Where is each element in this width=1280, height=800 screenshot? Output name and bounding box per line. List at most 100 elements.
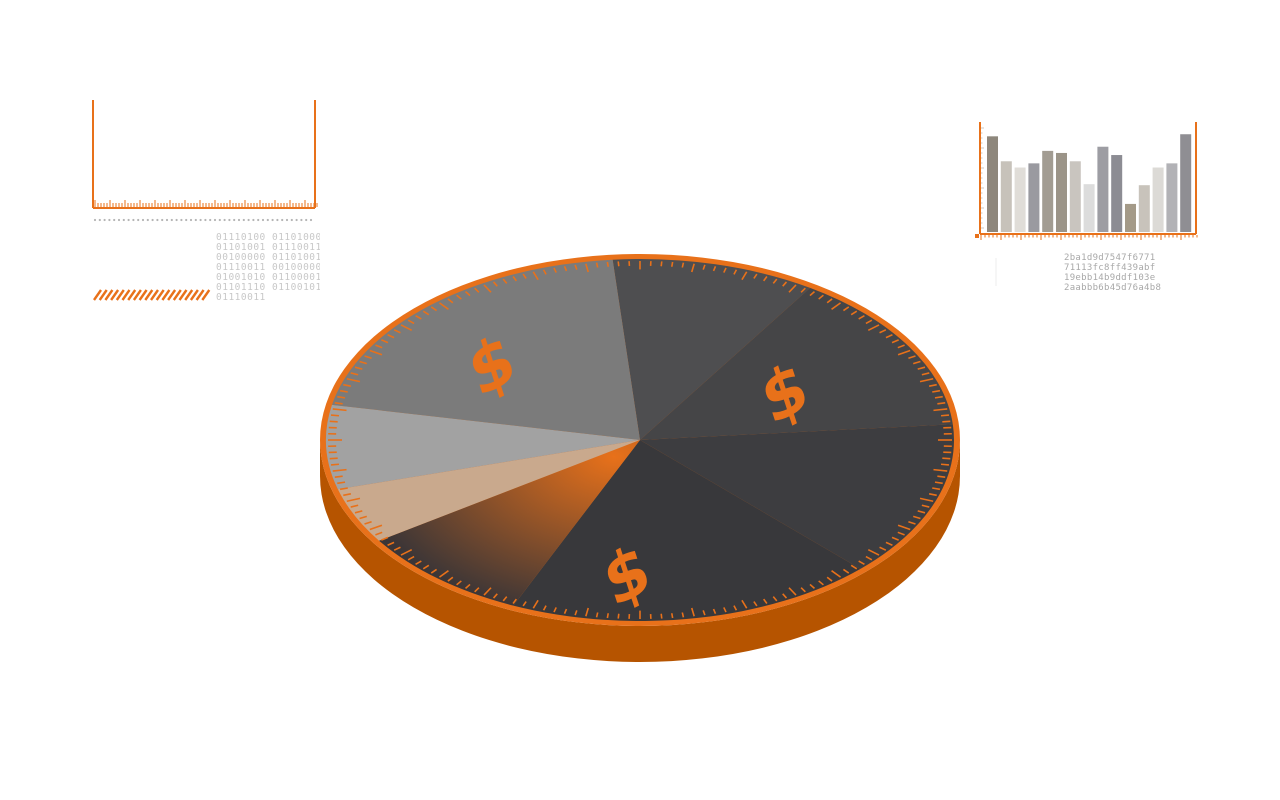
divider-dot	[233, 218, 236, 222]
binary-line: 01001010 01100001	[216, 272, 320, 283]
rim-tick	[359, 360, 367, 365]
divider-dot	[295, 218, 298, 222]
divider-dot	[266, 218, 269, 222]
slice-light-gray	[326, 404, 640, 490]
rim-tick	[606, 613, 610, 619]
rim-tick	[332, 408, 347, 412]
rim-tick	[465, 291, 471, 297]
rim-tick	[483, 284, 492, 293]
divider-dot	[237, 218, 241, 222]
rim-tick	[350, 504, 359, 508]
rim-tick	[512, 598, 517, 605]
rim-tick	[364, 355, 372, 359]
mini-chart-bar	[1083, 184, 1095, 232]
rim-tick	[350, 372, 359, 376]
rim-tick	[343, 383, 352, 387]
rim-tick	[334, 475, 343, 479]
rim-tick	[359, 515, 367, 520]
rim-tick	[532, 271, 539, 281]
rim-tick	[422, 564, 430, 570]
divider-dot	[247, 218, 250, 222]
rim-tick	[723, 267, 727, 273]
hatch-stripe	[155, 289, 165, 301]
rim-tick	[712, 608, 717, 614]
rim-tick	[400, 324, 413, 332]
slice-pale	[337, 440, 640, 541]
binary-line: 01101001 01110011	[216, 242, 320, 253]
hatch-stripe	[178, 289, 188, 301]
rim-tick	[502, 596, 508, 602]
binary-line: 01110011 00100000	[216, 262, 320, 273]
hex-line: 71113fc8ff439abf	[1064, 263, 1156, 273]
mini-chart-ticks	[980, 127, 1198, 240]
rim-tick	[574, 264, 578, 270]
divider-dot	[242, 218, 245, 222]
divider-dot	[228, 218, 231, 222]
slice-top-mid	[612, 259, 811, 440]
rim-tick	[937, 401, 946, 405]
rim-tick	[447, 576, 454, 582]
rim-tick	[393, 329, 401, 334]
hatch-stripe	[132, 289, 142, 301]
rim-tick	[908, 355, 916, 359]
divider-dot	[213, 218, 217, 222]
mini-chart-bar	[1166, 163, 1178, 232]
pie-chart-3d: $$$	[320, 254, 960, 662]
rim-tick	[330, 414, 340, 417]
rim-tick	[818, 294, 824, 300]
rim-tick	[354, 510, 363, 514]
rim-tick	[337, 481, 346, 485]
slice-mid-gray	[331, 259, 640, 440]
mini-chart-bar	[1056, 152, 1067, 232]
rim-tick	[474, 587, 480, 593]
rim-tick	[940, 463, 950, 466]
rim-tick	[681, 262, 685, 268]
rim-tick	[670, 261, 674, 267]
divider-dot	[209, 218, 212, 222]
rim-tick	[343, 493, 352, 497]
hatch-stripe	[195, 289, 205, 301]
rim-tick	[921, 504, 930, 508]
rim-tick	[788, 284, 797, 293]
rim-tick	[865, 555, 873, 561]
hatch-stripe	[172, 289, 182, 301]
rim-tick	[483, 587, 492, 596]
rim-tick	[831, 570, 842, 578]
rim-tick	[741, 599, 748, 609]
rim-tick	[826, 298, 833, 304]
rim-tick	[690, 263, 695, 273]
rim-tick	[850, 310, 858, 316]
rim-tick	[919, 497, 934, 503]
hex-line: 2ba1d9d7547f6771	[1064, 253, 1156, 263]
rim-tick	[809, 291, 815, 297]
rim-tick	[788, 587, 797, 596]
rim-tick	[885, 541, 893, 546]
rim-tick	[492, 281, 498, 287]
rim-tick	[702, 264, 706, 270]
rim-tick	[702, 610, 706, 616]
rim-tick	[800, 287, 806, 293]
rim-tick	[885, 334, 893, 339]
rim-tick	[681, 612, 685, 618]
binary-line: 01110011	[216, 292, 266, 303]
divider-dot	[300, 218, 303, 222]
rim-tick	[897, 531, 905, 536]
hatched-bar	[93, 289, 211, 301]
rim-tick	[422, 310, 430, 316]
hatch-stripe	[161, 289, 171, 301]
divider-dot	[122, 218, 125, 222]
divider-dot	[103, 218, 106, 222]
rim-tick	[934, 481, 943, 485]
rim-tick	[438, 570, 449, 578]
divider-dot	[151, 218, 154, 222]
rim-tick	[933, 468, 948, 472]
divider-dot	[252, 218, 255, 222]
rim-tick	[339, 487, 348, 491]
mini-chart-bar	[987, 136, 998, 232]
rim-tick	[430, 306, 438, 312]
divider-dot	[309, 218, 313, 222]
right-mini-chart-widget: 2ba1d9d7547f6771 71113fc8ff439abf 19ebb1…	[970, 118, 1202, 298]
rim-tick	[800, 587, 806, 593]
divider-dot	[98, 218, 101, 222]
rim-tick	[337, 395, 346, 399]
